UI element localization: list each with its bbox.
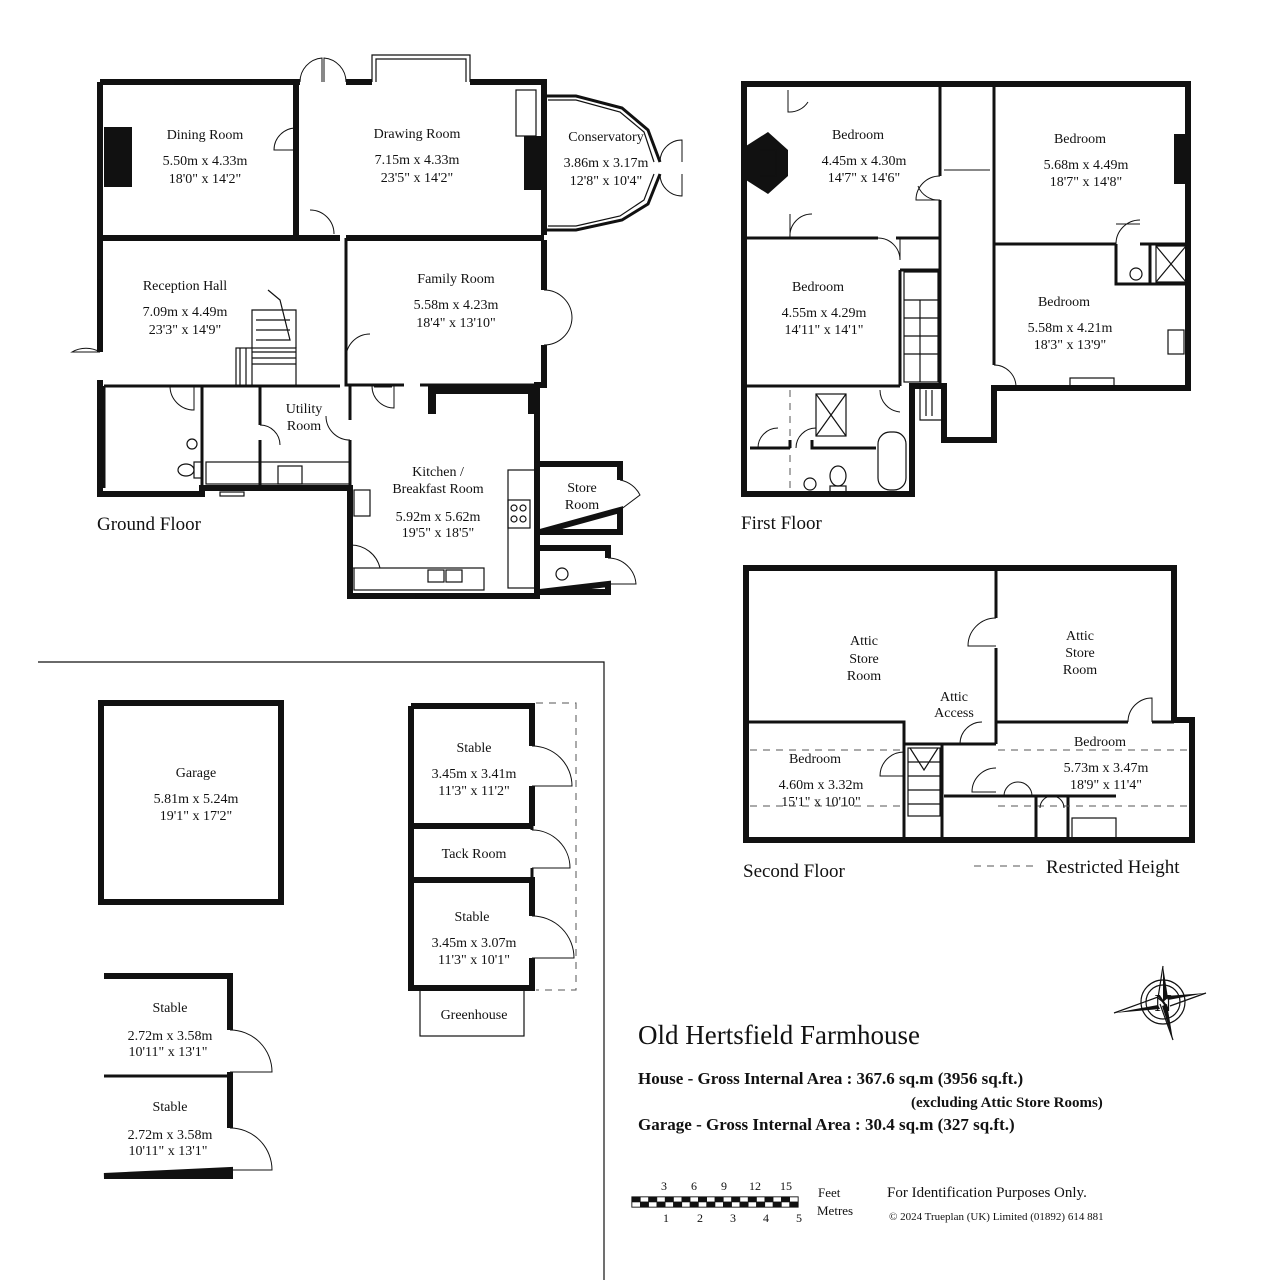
bedroom-4-metric: 5.58m x 4.21m	[1028, 321, 1113, 336]
greenhouse-label: Greenhouse	[441, 1008, 508, 1023]
bedroom-3-imperial: 14'11" x 14'1"	[785, 323, 864, 338]
conservatory-label: Conservatory	[568, 130, 643, 145]
stable-1-metric: 3.45m x 3.41m	[432, 767, 517, 782]
attic-store-2-line1: Attic	[1066, 629, 1094, 644]
stable-1-imperial: 11'3" x 11'2"	[438, 784, 509, 799]
stable-2-label: Stable	[455, 910, 490, 925]
stable-block-2	[103, 973, 273, 1179]
metre-tick-1: 1	[663, 1211, 669, 1225]
bedroom-2-label: Bedroom	[1054, 132, 1106, 147]
bedroom-4-imperial: 18'3" x 13'9"	[1034, 338, 1106, 353]
family-room-label: Family Room	[417, 272, 495, 287]
attic-store-1-line3: Room	[847, 669, 881, 684]
garage-area: Garage - Gross Internal Area : 30.4 sq.m…	[638, 1115, 1015, 1134]
kitchen-metric: 5.92m x 5.62m	[396, 510, 481, 525]
stable-4-label: Stable	[153, 1100, 188, 1115]
north-compass-icon: N	[1113, 965, 1207, 1041]
attic-store-1-line2: Store	[849, 652, 879, 667]
disclaimer: For Identification Purposes Only.	[887, 1185, 1087, 1201]
bedroom-1-label: Bedroom	[832, 128, 884, 143]
bedroom-1-metric: 4.45m x 4.30m	[822, 154, 907, 169]
dining-room-label: Dining Room	[167, 128, 244, 143]
feet-tick-3: 9	[721, 1179, 727, 1193]
drawing-room-metric: 7.15m x 4.33m	[375, 153, 460, 168]
attic-access-line1: Attic	[940, 690, 968, 705]
family-room-imperial: 18'4" x 13'10"	[416, 316, 495, 331]
ground-floor-label: Ground Floor	[97, 514, 202, 535]
bedroom-5-metric: 4.60m x 3.32m	[779, 778, 864, 793]
attic-store-1-line1: Attic	[850, 634, 878, 649]
metres-label: Metres	[817, 1203, 853, 1218]
attic-access-line2: Access	[934, 706, 974, 721]
second-floor-label: Second Floor	[743, 861, 846, 882]
family-room-metric: 5.58m x 4.23m	[414, 298, 499, 313]
store-room-label-2: Room	[565, 498, 599, 513]
outbuildings-divider	[38, 661, 605, 1280]
kitchen-imperial: 19'5" x 18'5"	[402, 526, 474, 541]
bedroom-6-imperial: 18'9" x 11'4"	[1070, 778, 1142, 793]
drawing-room-imperial: 23'5" x 14'2"	[381, 171, 453, 186]
bedroom-1-imperial: 14'7" x 14'6"	[828, 171, 900, 186]
bedroom-6-metric: 5.73m x 3.47m	[1064, 761, 1149, 776]
north-letter: N	[1154, 991, 1171, 1017]
dining-room-metric: 5.50m x 4.33m	[163, 154, 248, 169]
conservatory-metric: 3.86m x 3.17m	[564, 156, 649, 171]
feet-tick-4: 12	[749, 1179, 761, 1193]
reception-hall-label: Reception Hall	[143, 279, 227, 294]
utility-room-label-1: Utility	[286, 402, 323, 417]
stable-block-1	[408, 702, 577, 1037]
utility-room-label-2: Room	[287, 419, 321, 434]
restricted-height-label: Restricted Height	[1046, 857, 1180, 878]
bedroom-5-imperial: 15'1" x 10'10"	[781, 795, 860, 810]
tack-room-label: Tack Room	[442, 847, 507, 862]
second-floor-plan	[743, 565, 1195, 843]
bedroom-3-metric: 4.55m x 4.29m	[782, 306, 867, 321]
house-area-note: (excluding Attic Store Rooms)	[911, 1095, 1103, 1111]
reception-hall-metric: 7.09m x 4.49m	[143, 305, 228, 320]
bedroom-6-label: Bedroom	[1074, 735, 1126, 750]
stable-4-metric: 2.72m x 3.58m	[128, 1128, 213, 1143]
property-title: Old Hertsfield Farmhouse	[638, 1020, 920, 1050]
copyright: © 2024 Trueplan (UK) Limited (01892) 614…	[889, 1211, 1104, 1223]
kitchen-label-2: Breakfast Room	[392, 482, 483, 497]
stable-4-imperial: 10'11" x 13'1"	[129, 1144, 208, 1159]
stable-3-label: Stable	[153, 1001, 188, 1016]
feet-tick-1: 3	[661, 1179, 667, 1193]
bedroom-3-label: Bedroom	[792, 280, 844, 295]
stable-3-imperial: 10'11" x 13'1"	[129, 1045, 208, 1060]
feet-tick-2: 6	[691, 1179, 697, 1193]
bedroom-4-label: Bedroom	[1038, 295, 1090, 310]
attic-store-2-line2: Store	[1065, 646, 1095, 661]
house-area: House - Gross Internal Area : 367.6 sq.m…	[638, 1069, 1023, 1088]
metre-tick-2: 2	[697, 1211, 703, 1225]
kitchen-label-1: Kitchen /	[412, 465, 464, 480]
ground-floor-plan	[70, 54, 683, 599]
garage-label: Garage	[176, 766, 216, 781]
conservatory-imperial: 12'8" x 10'4"	[570, 174, 642, 189]
metre-tick-5: 5	[796, 1211, 802, 1225]
stable-2-imperial: 11'3" x 10'1"	[438, 953, 510, 968]
garage-imperial: 19'1" x 17'2"	[160, 809, 232, 824]
attic-store-2-line3: Room	[1063, 663, 1097, 678]
first-floor-plan	[741, 81, 1191, 497]
stable-2-metric: 3.45m x 3.07m	[432, 936, 517, 951]
feet-tick-5: 15	[780, 1179, 792, 1193]
store-room-label-1: Store	[567, 481, 597, 496]
bedroom-5-label: Bedroom	[789, 752, 841, 767]
stable-3-metric: 2.72m x 3.58m	[128, 1029, 213, 1044]
metre-tick-4: 4	[763, 1211, 769, 1225]
metre-tick-3: 3	[730, 1211, 736, 1225]
bedroom-2-metric: 5.68m x 4.49m	[1044, 158, 1129, 173]
drawing-room-label: Drawing Room	[374, 127, 461, 142]
dining-room-imperial: 18'0" x 14'2"	[169, 172, 241, 187]
garage-metric: 5.81m x 5.24m	[154, 792, 239, 807]
scale-bar	[631, 1196, 799, 1208]
reception-hall-imperial: 23'3" x 14'9"	[149, 323, 221, 338]
first-floor-label: First Floor	[741, 513, 822, 534]
stable-1-label: Stable	[457, 741, 492, 756]
feet-label: Feet	[818, 1185, 841, 1200]
bedroom-2-imperial: 18'7" x 14'8"	[1050, 175, 1122, 190]
